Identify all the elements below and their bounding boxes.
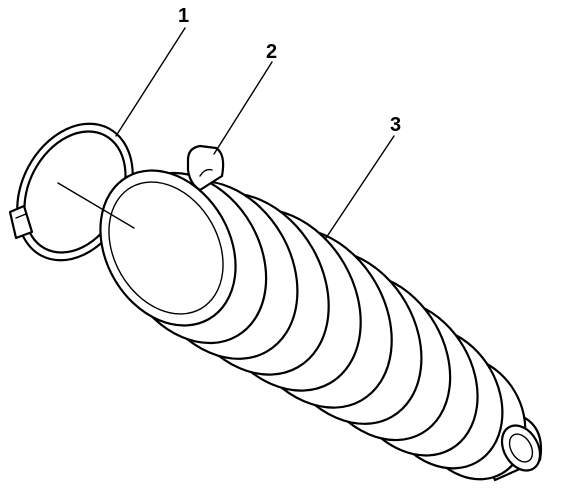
vent-tab: [186, 144, 225, 192]
callout-1: 1: [178, 5, 189, 27]
leader-line-1-axis: [57, 182, 135, 229]
callout-2: 2: [266, 41, 277, 63]
bellows-boot: [99, 169, 543, 482]
leader-line-2: [213, 61, 273, 155]
leader-line-1: [115, 27, 186, 137]
leader-lines: [57, 27, 395, 239]
callout-3: 3: [390, 114, 401, 136]
leader-line-3: [325, 135, 395, 239]
